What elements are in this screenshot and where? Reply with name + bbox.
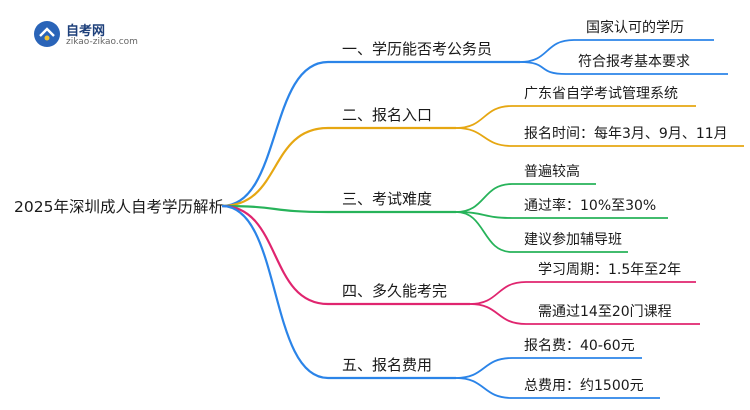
- branch-4-child-1-label: 学习周期：1.5年至2年: [538, 262, 681, 278]
- branch-2-child-2-label: 报名时间：每年3月、9月、11月: [524, 126, 728, 142]
- branch-3-child-3-label: 建议参加辅导班: [524, 231, 622, 248]
- branch-3-label: 三、考试难度: [342, 190, 432, 208]
- branch-5-connector: [221, 204, 329, 380]
- logo-badge-icon: [34, 21, 60, 47]
- branch-1-child-2-connector: [519, 61, 567, 75]
- branch-2-child-2-connector: [455, 127, 513, 147]
- branch-5-label: 五、报名费用: [342, 356, 432, 374]
- branch-3-child-1-connector: [455, 183, 513, 213]
- branch-1-label: 一、学历能否考公务员: [342, 40, 492, 58]
- branch-3-child-3-connector: [455, 211, 513, 253]
- branch-2-child-1-connector: [455, 105, 513, 129]
- branch-3-child-2-label: 通过率：10%至30%: [524, 197, 656, 214]
- branch-2-connector: [221, 126, 329, 208]
- branch-1-child-2-label: 符合报考基本要求: [578, 53, 690, 70]
- branch-4-child-2-connector: [469, 303, 527, 325]
- logo-url: zikao-zikao.com: [66, 37, 138, 47]
- branch-3-child-1-label: 普遍较高: [524, 163, 580, 180]
- branch-5-child-2-connector: [455, 377, 513, 399]
- logo-name: 自考网: [66, 24, 106, 39]
- branch-2-child-1-label: 广东省自学考试管理系统: [524, 86, 678, 102]
- branch-5-child-2-label: 总费用：约1500元: [524, 378, 644, 394]
- branch-2-label: 二、报名入口: [342, 106, 432, 124]
- branch-1-connector: [221, 60, 329, 208]
- branch-5-child-1-connector: [455, 357, 513, 379]
- root-label: 2025年深圳成人自考学历解析: [14, 198, 224, 216]
- branch-4-connector: [221, 204, 329, 306]
- branch-3-connector: [221, 204, 329, 214]
- branch-4-child-1-connector: [469, 281, 527, 305]
- branch-1-child-1-connector: [519, 39, 575, 63]
- branch-4-child-2-label: 需通过14至20门课程: [538, 304, 672, 320]
- site-logo: 自考网 zikao-zikao.com: [34, 18, 144, 50]
- branch-5-child-1-label: 报名费：40-60元: [524, 338, 635, 354]
- branch-1-child-1-label: 国家认可的学历: [586, 19, 684, 36]
- branch-4-label: 四、多久能考完: [342, 282, 447, 300]
